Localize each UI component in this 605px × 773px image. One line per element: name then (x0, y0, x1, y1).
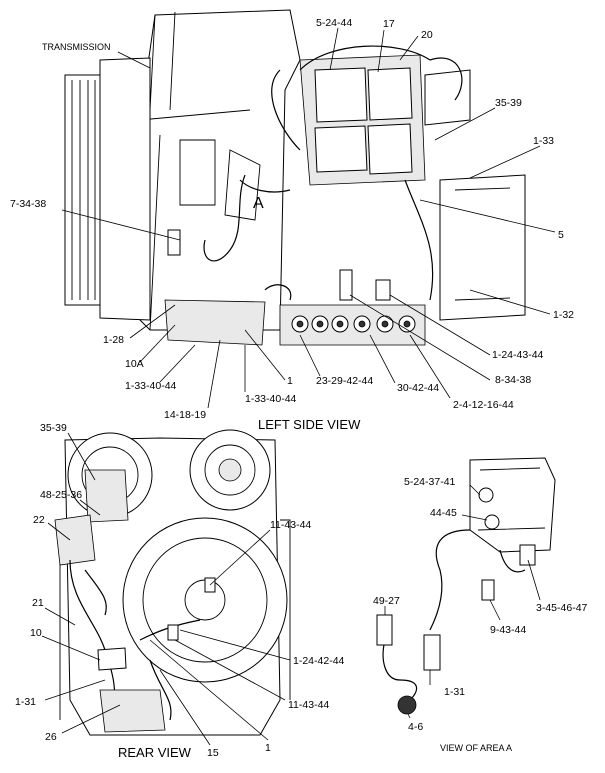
callout-9-43-44: 9-43-44 (490, 624, 526, 636)
callout-17: 17 (383, 18, 395, 30)
area-marker: A (253, 195, 264, 212)
left-side-view-title: LEFT SIDE VIEW (258, 417, 361, 432)
callout-49-27: 49-27 (373, 595, 400, 607)
callout-1-rear: 1 (265, 742, 271, 754)
callout-5-24-44: 5-24-44 (316, 17, 352, 29)
callout-3-45-46-47: 3-45-46-47 (536, 602, 588, 614)
left-side-view-leaders (61, 27, 556, 409)
callout-1-24-42-44: 1-24-42-44 (293, 655, 345, 667)
rear-view-drawing (54, 429, 291, 736)
callout-5: 5 (558, 229, 564, 241)
callout-5-24-37-41: 5-24-37-41 (404, 476, 456, 488)
callout-2-4-12-16-44: 2-4-12-16-44 (453, 399, 514, 411)
callout-22: 22 (33, 514, 45, 526)
callout-1-31-rear: 1-31 (15, 696, 36, 708)
callout-8-34-38: 8-34-38 (495, 374, 531, 386)
callout-7-34-38: 7-34-38 (10, 198, 46, 210)
callout-15: 15 (207, 747, 219, 759)
callout-21: 21 (32, 597, 44, 609)
callout-26: 26 (45, 731, 57, 743)
callout-1-24-43-44-top: 1-24-43-44 (492, 349, 544, 361)
callout-30-42-44: 30-42-44 (397, 382, 439, 394)
callout-1-33-40-44-b: 1-33-40-44 (245, 393, 297, 405)
callout-1-33: 1-33 (533, 135, 554, 147)
callout-11-43-44-a: 11-43-44 (270, 519, 311, 531)
callout-23-29-42-44: 23-29-42-44 (316, 375, 373, 387)
callout-14-18-19: 14-18-19 (164, 409, 206, 421)
callout-35-39-top: 35-39 (495, 97, 522, 109)
area-a-view-title: VIEW OF AREA A (440, 743, 512, 753)
callout-10: 10 (30, 627, 42, 639)
callout-1-31-area: 1-31 (444, 686, 465, 698)
callout-10a: 10A (125, 358, 144, 370)
rear-view-title: REAR VIEW (118, 745, 192, 760)
callout-1-top: 1 (287, 375, 293, 387)
callout-35-39-rear: 35-39 (40, 422, 67, 434)
callout-11-43-44-b: 11-43-44 (288, 699, 329, 711)
callout-4-6: 4-6 (408, 721, 423, 733)
callout-48-25-36: 48-25-36 (40, 489, 82, 501)
callout-1-28: 1-28 (103, 334, 124, 346)
area-a-view-drawing (376, 457, 556, 715)
callout-20: 20 (421, 29, 433, 41)
callout-1-32: 1-32 (553, 309, 574, 321)
area-a-view-leaders (384, 484, 541, 719)
rear-view-leaders (41, 432, 291, 746)
label-transmission: TRANSMISSION (42, 42, 111, 52)
callout-1-33-40-44-a: 1-33-40-44 (125, 380, 177, 392)
left-side-view-drawing (64, 9, 526, 346)
callout-44-45: 44-45 (430, 507, 457, 519)
